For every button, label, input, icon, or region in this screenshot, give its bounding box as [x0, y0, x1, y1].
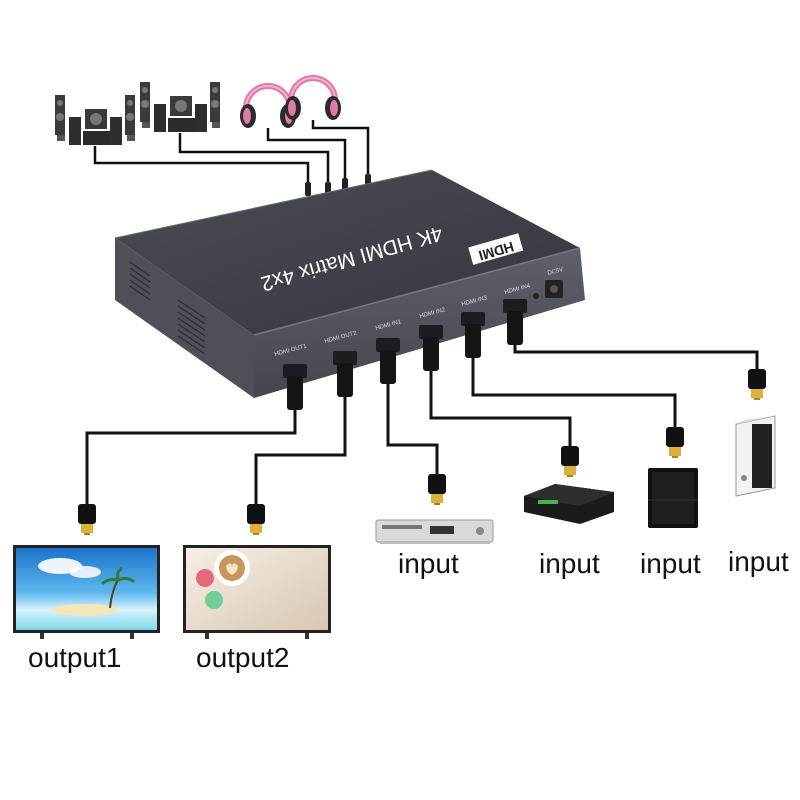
hdmi-plug-icon [561, 446, 579, 477]
speaker-icon [55, 95, 135, 145]
headphones-icon [285, 78, 341, 120]
output2-label: output2 [196, 642, 290, 673]
pc-tower-icon [735, 415, 776, 497]
input2-label: input [539, 548, 600, 579]
game-console-icon [648, 468, 698, 528]
hdmi-ports [283, 299, 527, 378]
hdmi-cables [85, 345, 759, 505]
input3-label: input [640, 548, 701, 579]
dvd-player-icon [375, 519, 494, 544]
hdmi-plug-icon [78, 504, 96, 535]
audio-cables [93, 120, 370, 185]
set-top-box-icon [524, 484, 614, 524]
power-label: DC5V [547, 267, 564, 277]
dc-power-jack [533, 280, 563, 299]
tv-output1-icon [13, 545, 160, 639]
hdmi-plug-icon [287, 311, 523, 410]
tv-output2-icon [183, 545, 331, 639]
speaker-icon [140, 82, 220, 132]
output1-label: output1 [28, 642, 122, 673]
input1-label: input [398, 548, 459, 579]
vent-grille [129, 261, 206, 355]
input4-label: input [728, 546, 789, 577]
hdmi-plug-icon [748, 369, 766, 400]
hdmi-plug-icon [666, 427, 684, 458]
hdmi-plug-icon [428, 474, 446, 505]
hdmi-plug-icon [247, 504, 265, 535]
